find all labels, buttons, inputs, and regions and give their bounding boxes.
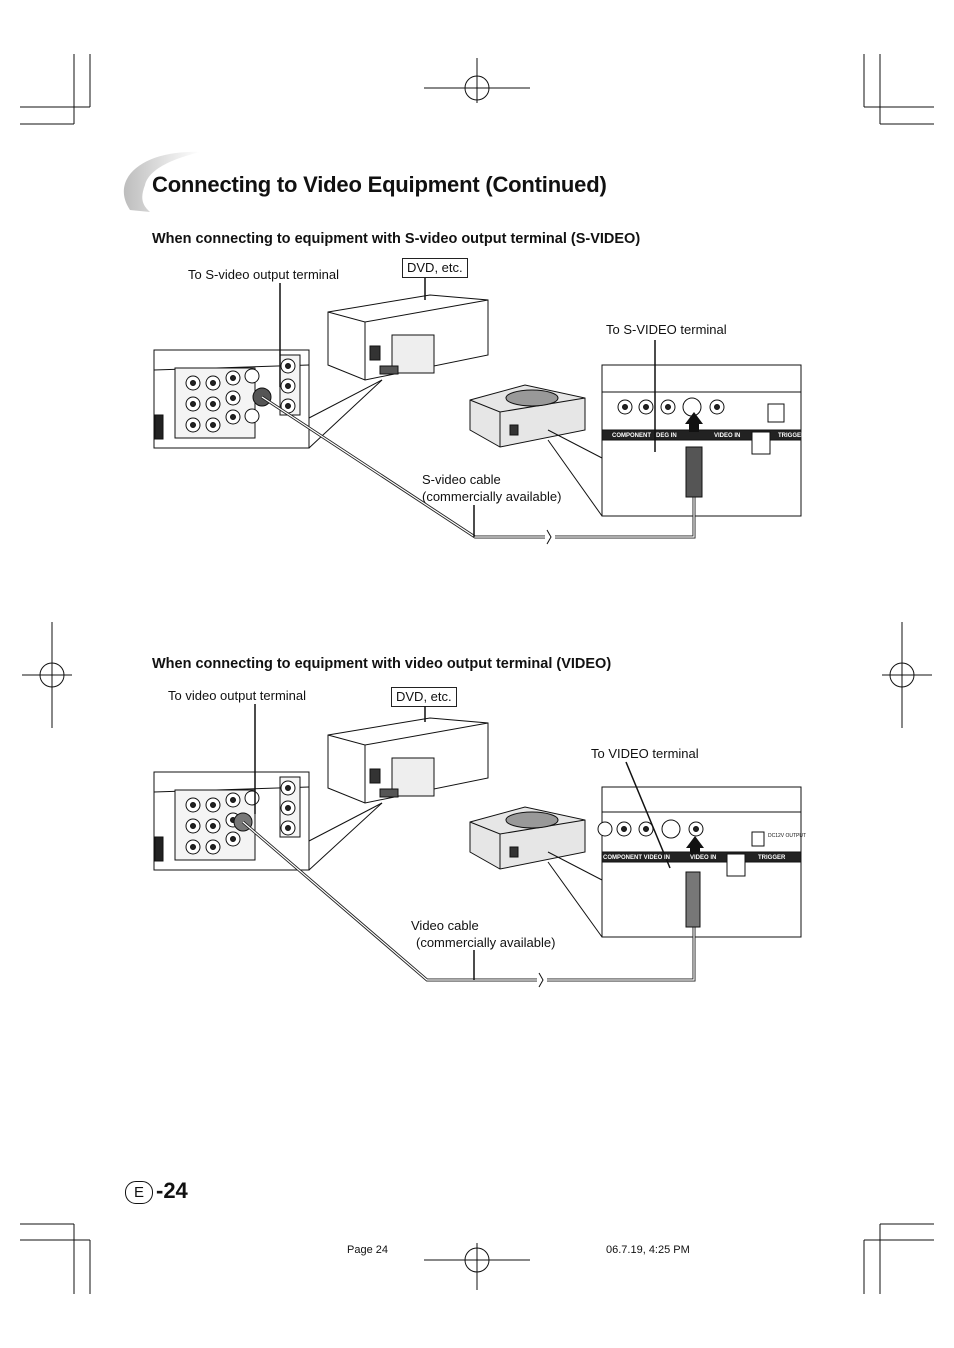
section-heading-video: When connecting to equipment with video …	[152, 656, 612, 672]
panel-text-video-in-2: VIDEO IN	[690, 855, 716, 861]
video-connection-diagram: COMPONENT VIDEO IN VIDEO IN TRIGGER DC12…	[153, 704, 806, 988]
panel-text-dc-output: DC12V OUTPUT	[768, 833, 806, 839]
label-svideo-cable-note: (commercially available)	[422, 489, 562, 504]
page-title: Connecting to Video Equipment (Continued…	[152, 172, 607, 197]
label-video-terminal: To VIDEO terminal	[591, 746, 699, 761]
label-dvd-device-2: DVD, etc.	[391, 687, 457, 707]
page-number: -24	[156, 1178, 188, 1203]
footer-timestamp: 06.7.19, 4:25 PM	[606, 1244, 690, 1256]
label-video-cable-note: (commercially available)	[416, 935, 556, 950]
panel-text-video-in: VIDEO IN	[714, 433, 740, 439]
footer-page-label: Page 24	[347, 1244, 388, 1256]
label-video-output-terminal: To video output terminal	[168, 688, 307, 703]
svideo-connection-diagram: COMPONENT DEG IN VIDEO IN TRIGGER	[153, 278, 806, 545]
label-video-cable: Video cable	[411, 918, 479, 933]
label-svideo-terminal: To S-VIDEO terminal	[606, 322, 727, 337]
panel-text-trigger-2: TRIGGER	[758, 855, 786, 861]
section-heading-svideo: When connecting to equipment with S-vide…	[152, 231, 641, 247]
panel-text-deg-in: DEG IN	[656, 433, 677, 439]
panel-text-trigger: TRIGGER	[778, 433, 806, 439]
label-svideo-output-terminal: To S-video output terminal	[188, 267, 340, 282]
label-svideo-cable: S-video cable	[422, 472, 501, 487]
label-dvd-device-1: DVD, etc.	[402, 258, 468, 278]
page-letter-badge: E	[125, 1181, 153, 1204]
panel-text-component: COMPONENT	[612, 433, 651, 439]
panel-text-component-video-in: COMPONENT VIDEO IN	[603, 855, 670, 861]
